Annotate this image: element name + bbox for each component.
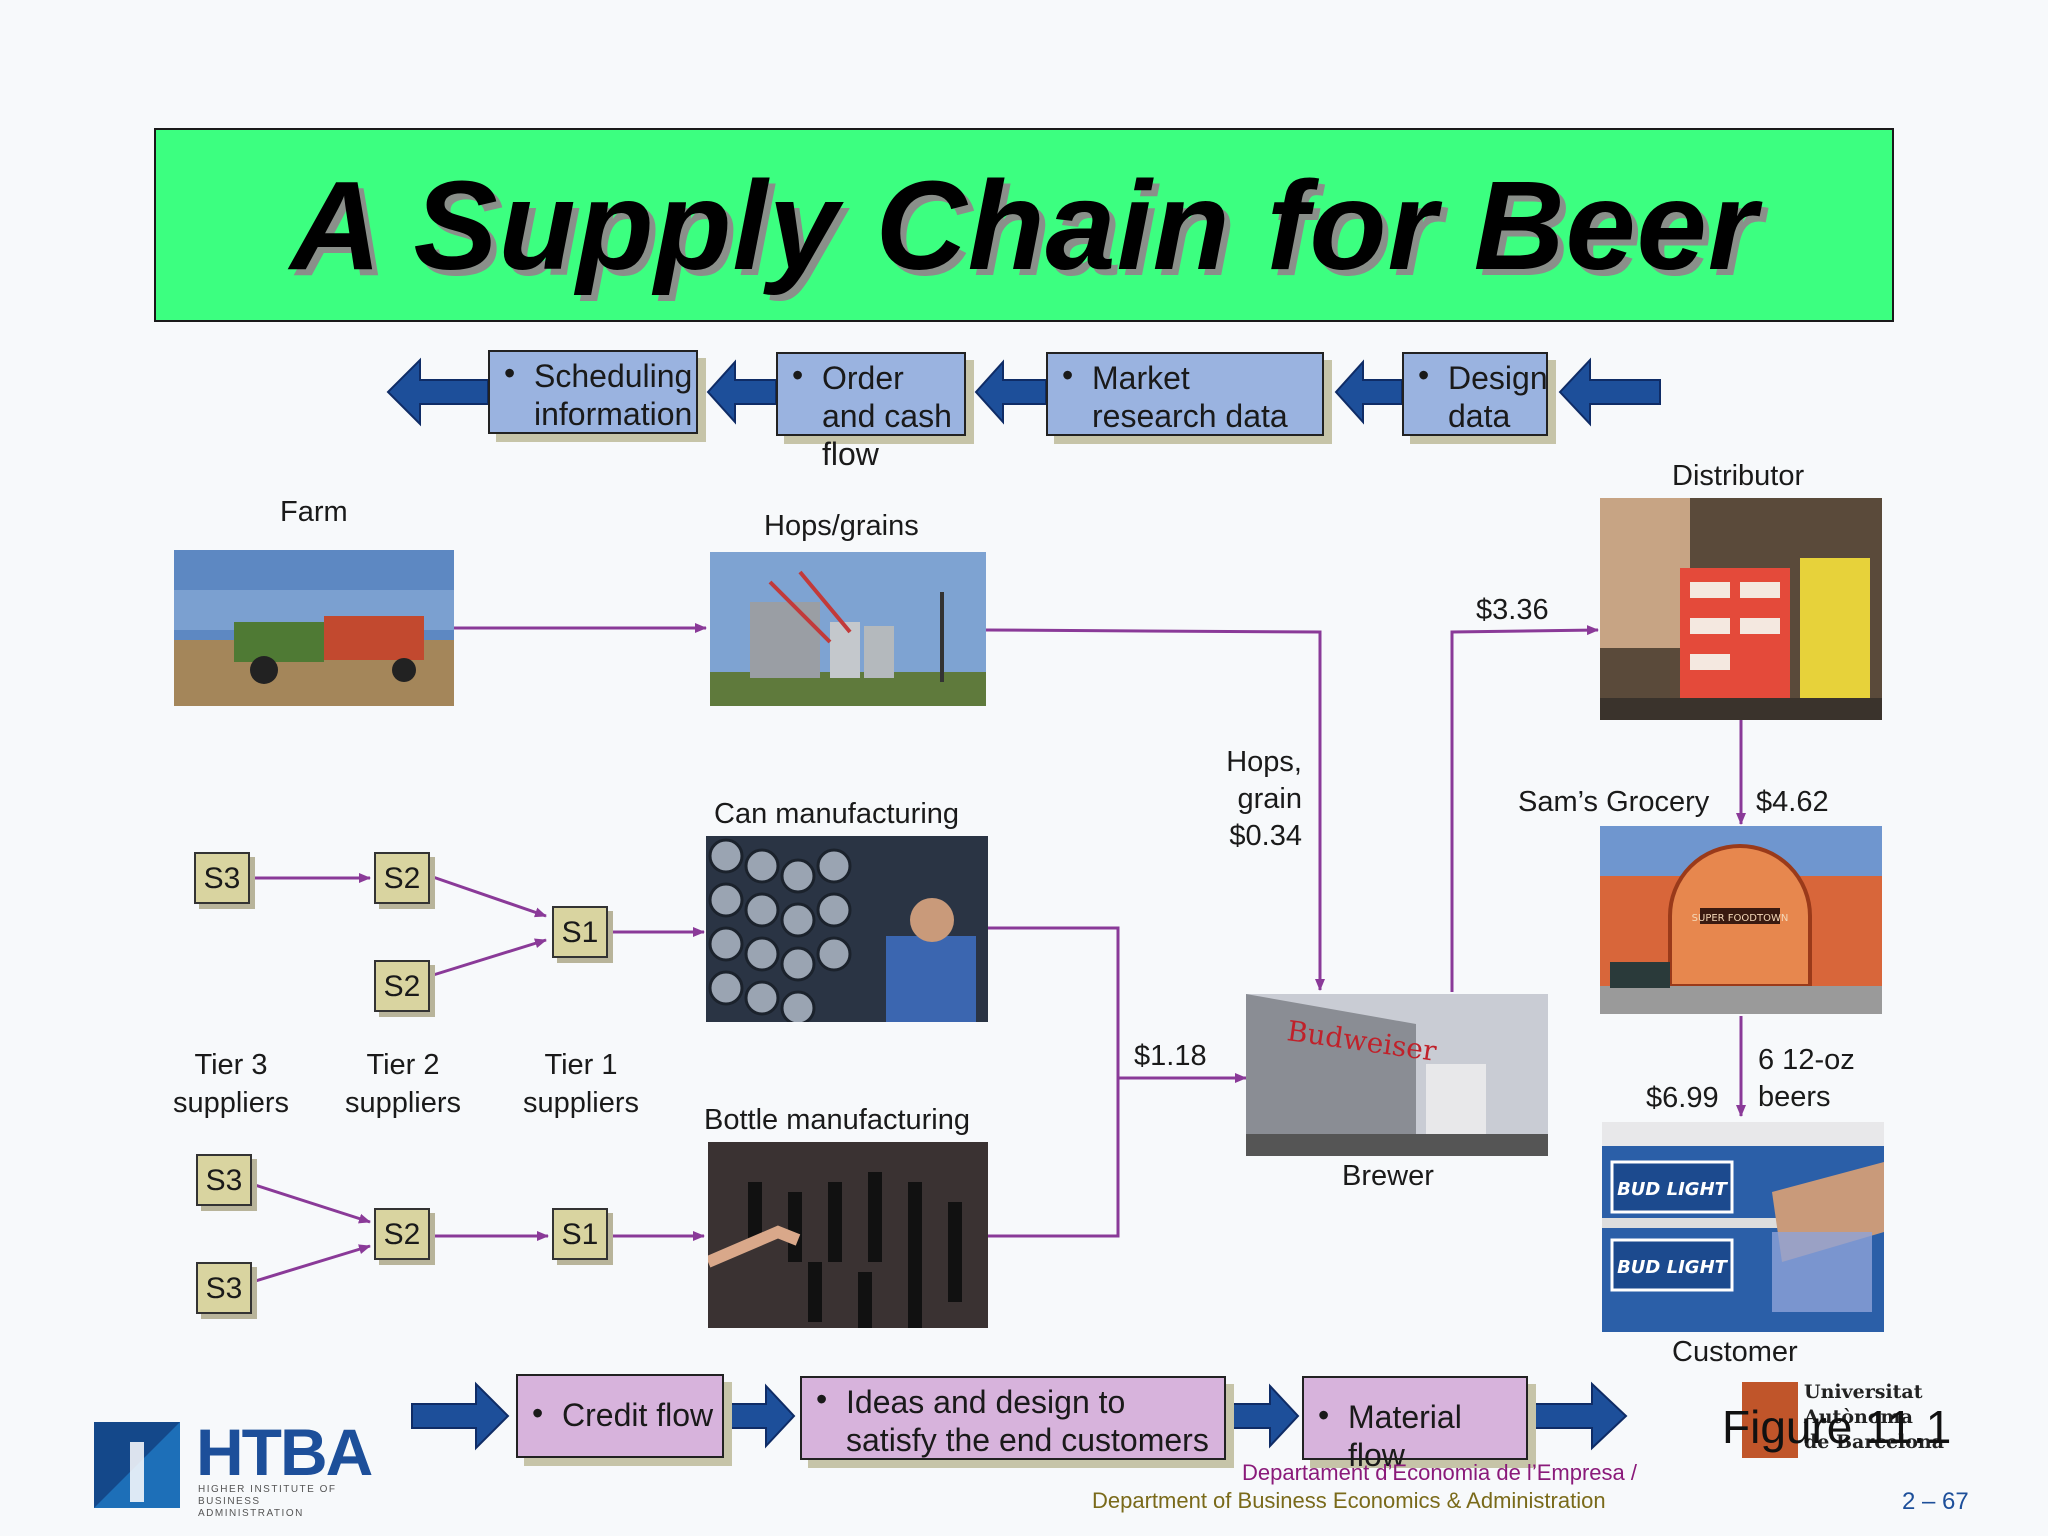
label-hops-grain-price: Hops, grain $0.34 [1226, 746, 1302, 852]
label-bottle-manufacturing: Bottle manufacturing [704, 1104, 970, 1136]
farm-image [174, 550, 454, 706]
price-grocery: $4.62 [1756, 786, 1829, 818]
connector-s3b1-s2 [251, 1182, 371, 1224]
uab-logo-text: Universitat Autònoma de Barcelona [1804, 1381, 1945, 1453]
htba-logo-mark [94, 1422, 180, 1508]
supplier-node-s3: S3 [194, 852, 250, 904]
connector-s3b2-s2 [251, 1244, 371, 1284]
connector-brewer-distributor [1450, 625, 1599, 992]
price-distributor: $3.36 [1476, 594, 1549, 626]
label-tier3: Tier 3 suppliers [172, 1049, 290, 1119]
label-distributor: Distributor [1672, 460, 1805, 492]
flow-arrow-left-3 [974, 359, 1047, 425]
supplier-node-s3: S3 [196, 1262, 252, 1314]
htba-logo-text: HTBA [196, 1415, 373, 1489]
grocery-sign: SUPER FOODTOWN [1692, 913, 1789, 924]
flow-label: Scheduling information [534, 358, 693, 432]
supplier-node-s3: S3 [196, 1154, 252, 1206]
flow-box-design-data: • Design data [1402, 352, 1548, 436]
department-catalan: Departament d’Economia de l’Empresa / [1242, 1460, 1637, 1485]
customer-image: BUD LIGHT BUD LIGHT [1602, 1122, 1884, 1332]
flow-arrow-left-1 [386, 357, 489, 427]
supplier-node-s2: S2 [374, 1208, 430, 1260]
label-can-manufacturing: Can manufacturing [714, 798, 960, 830]
supplier-node-s2: S2 [374, 852, 430, 904]
flow-arrow-left-5 [1558, 357, 1661, 427]
flow-box-ideas-design: • Ideas and design to satisfy the end cu… [800, 1376, 1226, 1460]
flow-arrow-right-4 [1529, 1381, 1628, 1451]
label-tier1: Tier 1 suppliers [522, 1049, 640, 1119]
flow-label: Material flow [1348, 1399, 1462, 1473]
department-english: Department of Business Economics & Admin… [1092, 1488, 1606, 1513]
flow-arrow-right-2 [725, 1383, 796, 1449]
bud-light-label-2: BUD LIGHT [1617, 1257, 1729, 1278]
flow-label: Design data [1448, 360, 1548, 434]
can-manufacturing-image [706, 836, 988, 1022]
connector-can-brewer [988, 926, 1247, 1083]
supplier-node-s1: S1 [552, 1208, 608, 1260]
sams-grocery-image: SUPER FOODTOWN [1600, 826, 1882, 1014]
flow-arrow-left-2 [706, 359, 777, 425]
label-six-pack: 6 12-oz beers [1758, 1044, 1855, 1113]
figure-label: Figure 11.1 [1722, 1401, 1952, 1453]
price-brewer: $1.18 [1134, 1040, 1207, 1072]
flow-box-order-cash: • Order and cash flow [776, 352, 966, 472]
flow-arrow-left-4 [1334, 359, 1403, 425]
flow-box-material: • Material flow [1302, 1376, 1528, 1473]
flow-label: Credit flow [562, 1397, 714, 1433]
bud-light-label-1: BUD LIGHT [1617, 1179, 1729, 1200]
title-banner: A Supply Chain for Beer [154, 128, 1894, 322]
label-customer: Customer [1672, 1336, 1798, 1368]
page-number: 2 – 67 [1902, 1488, 1969, 1515]
distributor-image [1600, 498, 1882, 720]
connector-bottle-brewer [988, 1078, 1120, 1238]
label-hops-grains: Hops/grains [764, 510, 919, 542]
bottle-manufacturing-image [708, 1142, 988, 1328]
htba-logo-subtitle: HIGHER INSTITUTE OF BUSINESS ADMINISTRAT… [198, 1484, 337, 1519]
uab-logo-mark [1742, 1382, 1798, 1458]
connector-s2-s1-top [429, 874, 547, 918]
flow-label: Ideas and design to satisfy the end cust… [846, 1384, 1209, 1458]
flow-arrow-right-3 [1227, 1383, 1300, 1449]
flow-label: Market research data [1092, 360, 1288, 434]
flow-arrow-right-1 [411, 1381, 510, 1451]
hops-grains-image [710, 552, 986, 706]
flow-box-credit: • Credit flow [516, 1374, 724, 1458]
flow-box-scheduling: • Scheduling information [488, 350, 698, 434]
connector-s2mid-s1 [429, 938, 547, 978]
flow-box-market-research: • Market research data [1046, 352, 1324, 436]
supplier-node-s1: S1 [552, 906, 608, 958]
label-brewer: Brewer [1342, 1160, 1434, 1192]
label-sams-grocery: Sam’s Grocery [1518, 786, 1710, 818]
label-farm: Farm [280, 496, 348, 528]
page-title: A Supply Chain for Beer [290, 154, 1758, 296]
brewer-image: Budweiser [1246, 994, 1548, 1156]
supplier-node-s2: S2 [374, 960, 430, 1012]
flow-label: Order and cash flow [822, 360, 952, 472]
label-tier2: Tier 2 suppliers [344, 1049, 462, 1119]
connector-hops-brewer [985, 628, 1325, 991]
price-customer: $6.99 [1646, 1082, 1719, 1114]
